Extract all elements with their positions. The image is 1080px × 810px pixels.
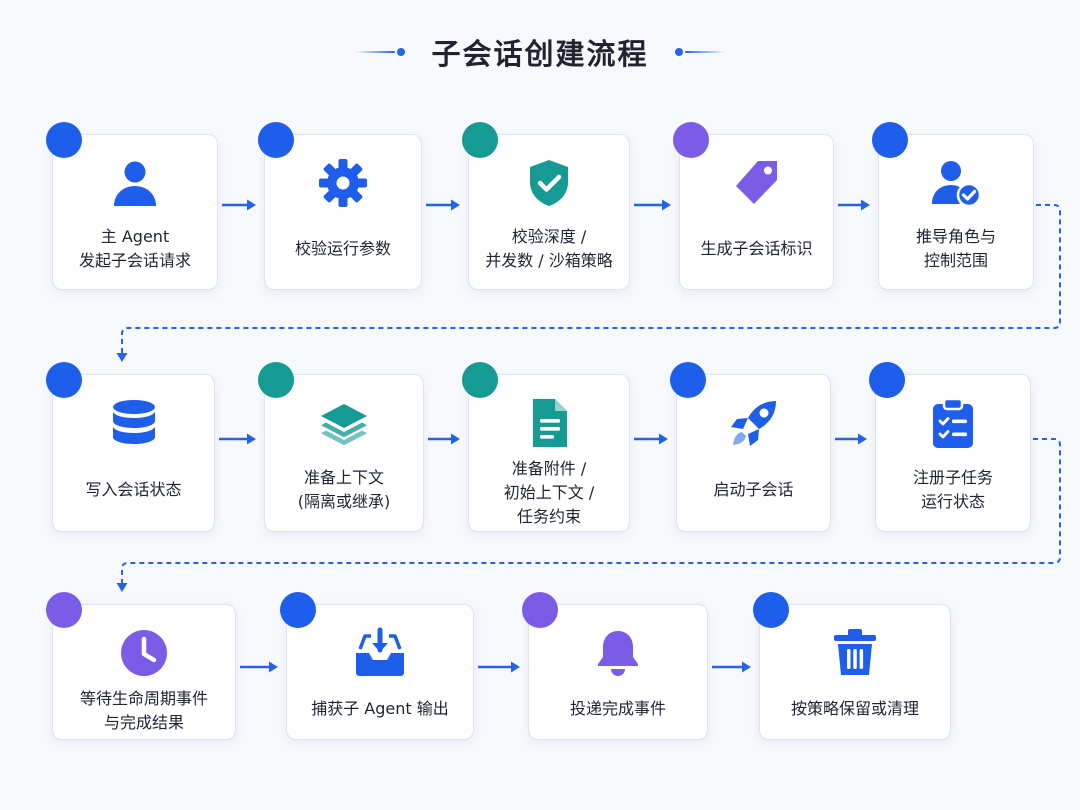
diagram-title: 子会话创建流程 bbox=[431, 37, 649, 71]
step-badge bbox=[46, 592, 82, 628]
step-card: 启动子会话 bbox=[670, 362, 831, 532]
step-card: 等待生命周期事件 与完成结果 bbox=[46, 592, 236, 740]
step-card: 按策略保留或清理 bbox=[753, 592, 951, 740]
arrow-head bbox=[662, 199, 671, 211]
arrow-head bbox=[116, 583, 128, 592]
step-badge bbox=[46, 362, 82, 398]
step-label: 推导角色与 控制范围 bbox=[915, 227, 996, 270]
step-badge bbox=[869, 362, 905, 398]
arrow-head bbox=[269, 661, 278, 673]
rocket-icon bbox=[728, 397, 780, 449]
document-icon bbox=[523, 397, 575, 449]
arrow-head bbox=[511, 661, 520, 673]
step-card: 主 Agent 发起子会话请求 bbox=[46, 122, 218, 290]
step-badge bbox=[753, 592, 789, 628]
arrow-head bbox=[116, 353, 128, 362]
layers-icon bbox=[318, 397, 370, 449]
step-badge bbox=[522, 592, 558, 628]
arrow-head bbox=[858, 433, 867, 445]
title-decoration-right bbox=[674, 48, 725, 56]
step-card: 推导角色与 控制范围 bbox=[872, 122, 1034, 290]
step-label: 写入会话状态 bbox=[85, 480, 182, 499]
bell-icon bbox=[592, 627, 644, 679]
step-label: 投递完成事件 bbox=[569, 699, 666, 718]
database-icon bbox=[108, 397, 160, 449]
header: 子会话创建流程 bbox=[0, 22, 1080, 82]
inbox-download-icon bbox=[354, 627, 406, 679]
step-card: 准备上下文 (隔离或继承) bbox=[258, 362, 424, 532]
step-badge bbox=[280, 592, 316, 628]
gear-icon bbox=[317, 157, 369, 209]
step-label: 捕获子 Agent 输出 bbox=[311, 699, 449, 718]
step-card: 捕获子 Agent 输出 bbox=[280, 592, 474, 740]
step-card: 写入会话状态 bbox=[46, 362, 215, 532]
step-badge bbox=[670, 362, 706, 398]
step-card: 投递完成事件 bbox=[522, 592, 708, 740]
step-badge bbox=[258, 122, 294, 158]
arrow-head bbox=[659, 433, 668, 445]
step-label: 按策略保留或清理 bbox=[790, 699, 919, 718]
clock-icon bbox=[118, 627, 170, 679]
step-badge bbox=[673, 122, 709, 158]
step-label: 准备上下文 (隔离或继承) bbox=[297, 468, 391, 511]
step-label: 注册子任务 运行状态 bbox=[912, 468, 993, 511]
step-label: 准备附件 / 初始上下文 / 任务约束 bbox=[503, 459, 595, 526]
step-badge bbox=[258, 362, 294, 398]
step-card: 校验深度 / 并发数 / 沙箱策略 bbox=[462, 122, 630, 290]
step-card: 准备附件 / 初始上下文 / 任务约束 bbox=[462, 362, 630, 532]
step-badge bbox=[46, 122, 82, 158]
step-label: 校验深度 / 并发数 / 沙箱策略 bbox=[485, 227, 613, 270]
step-label: 校验运行参数 bbox=[294, 239, 391, 258]
user-icon bbox=[109, 157, 161, 209]
arrow-head bbox=[742, 661, 751, 673]
trash-icon bbox=[829, 627, 881, 679]
step-label: 主 Agent 发起子会话请求 bbox=[78, 227, 191, 270]
arrow-head bbox=[247, 433, 256, 445]
step-badge bbox=[462, 362, 498, 398]
step-label: 等待生命周期事件 与完成结果 bbox=[79, 689, 208, 732]
step-label: 生成子会话标识 bbox=[700, 239, 813, 258]
step-badge bbox=[462, 122, 498, 158]
arrow-head bbox=[247, 199, 256, 211]
clipboard-check-icon bbox=[927, 397, 979, 449]
step-card: 生成子会话标识 bbox=[673, 122, 834, 290]
arrow-head bbox=[451, 433, 460, 445]
title-decoration-left bbox=[355, 48, 406, 56]
tag-icon bbox=[731, 157, 783, 209]
step-badge bbox=[872, 122, 908, 158]
arrow-head bbox=[451, 199, 460, 211]
step-card: 注册子任务 运行状态 bbox=[869, 362, 1031, 532]
shield-check-icon bbox=[523, 157, 575, 209]
step-card: 校验运行参数 bbox=[258, 122, 422, 290]
arrow-head bbox=[861, 199, 870, 211]
user-check-icon bbox=[930, 157, 982, 209]
step-label: 启动子会话 bbox=[713, 480, 794, 499]
